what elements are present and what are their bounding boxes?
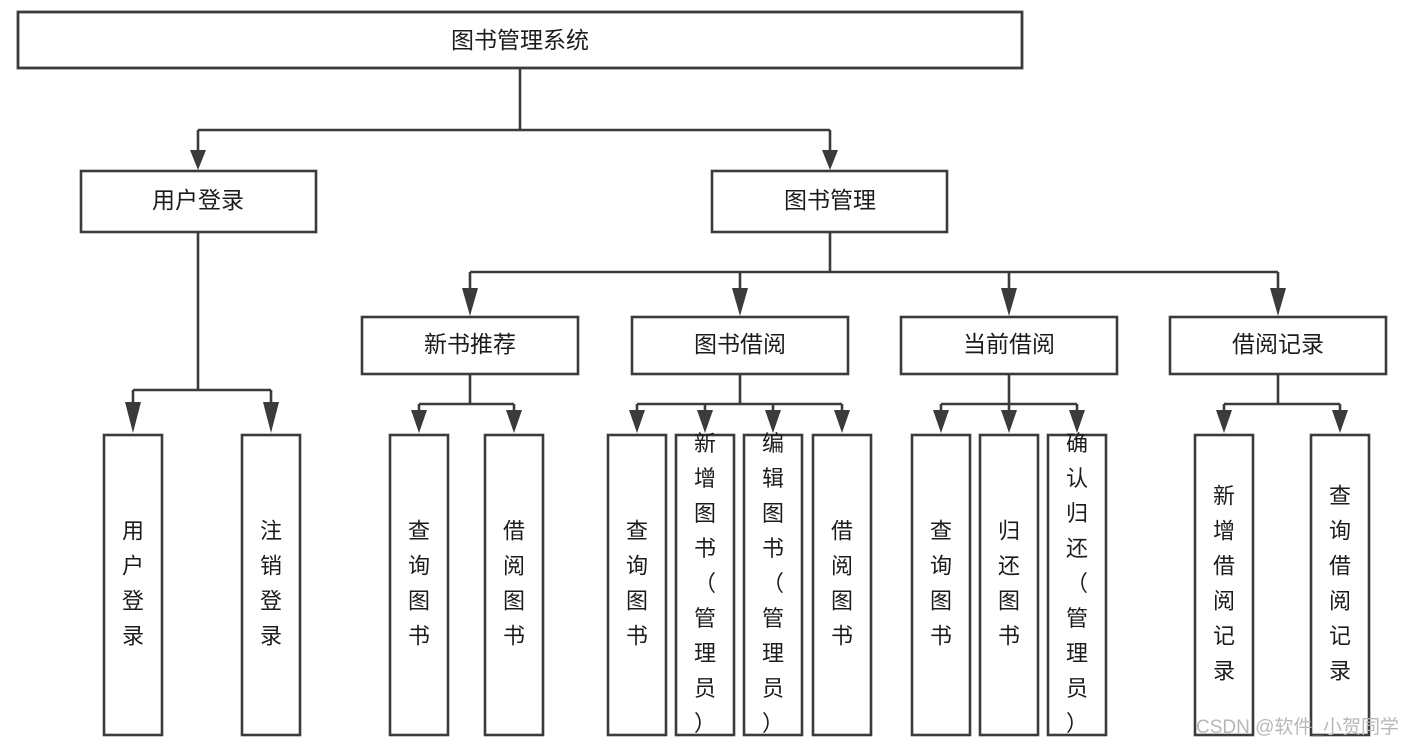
leaf-borrow-query-book-box[interactable] (606, 433, 668, 737)
leaf-recommend-query-book-label: 查询图书 (408, 518, 430, 648)
leaf-borrow-lend-book[interactable]: 借阅图书 (811, 433, 873, 737)
node-root-box[interactable] (16, 10, 1024, 70)
leaf-borrow-query-book[interactable]: 查询图书 (606, 433, 668, 737)
node-new-book-recommend-box[interactable] (360, 315, 580, 376)
node-root-system[interactable]: 图书管理系统 (16, 10, 1024, 70)
leaf-borrow-edit-book[interactable]: 编辑图书（管理员） (742, 431, 804, 737)
leaf-borrow-add-book[interactable]: 新增图书（管理员） (674, 431, 736, 737)
arrow-to-current-borrow (1001, 288, 1017, 316)
leaf-current-return-book-box[interactable] (978, 433, 1040, 737)
node-book-borrow-box[interactable] (630, 315, 850, 376)
arrow-leaf-current-query (933, 410, 949, 433)
node-book-borrow-label: 图书借阅 (694, 331, 786, 357)
leaf-recommend-query-book-box[interactable] (388, 433, 450, 737)
leaf-recommend-borrow-book-box[interactable] (483, 433, 545, 737)
leaf-current-query-book[interactable]: 查询图书 (910, 433, 972, 737)
leaf-logout[interactable]: 注销登录 (240, 433, 302, 737)
leaf-record-query[interactable]: 查询借阅记录 (1309, 433, 1371, 737)
leaf-current-return-book-label: 归还图书 (998, 518, 1020, 648)
leaf-current-query-book-box[interactable] (910, 433, 972, 737)
node-book-management-box[interactable] (710, 169, 949, 234)
arrow-to-book-borrow (732, 288, 748, 316)
arrow-to-borrow-record (1270, 288, 1286, 316)
leaf-record-add-box[interactable] (1193, 433, 1255, 737)
node-book-borrow[interactable]: 图书借阅 (630, 315, 850, 376)
node-borrow-record-box[interactable] (1168, 315, 1388, 376)
node-current-borrow[interactable]: 当前借阅 (899, 315, 1119, 376)
csdn-watermark: CSDN @软件_小贺同学 (1196, 716, 1399, 738)
arrow-leaf-borrow-edit (765, 410, 781, 433)
arrow-leaf-borrow-query (629, 410, 645, 433)
leaf-record-query-label: 查询借阅记录 (1329, 483, 1351, 683)
leaf-current-confirm-return-label: 确认归还（管理员） (1066, 431, 1088, 736)
leaf-recommend-borrow-book[interactable]: 借阅图书 (483, 433, 545, 737)
arrow-to-new-book-recommend (462, 288, 478, 316)
arrow-leaf-recommend-borrow (506, 410, 522, 433)
leaf-logout-label: 注销登录 (260, 518, 282, 648)
node-root-label: 图书管理系统 (451, 27, 589, 53)
leaf-borrow-add-book-box[interactable] (674, 433, 736, 737)
arrow-to-book-manage (822, 150, 838, 170)
node-borrow-record-label: 借阅记录 (1232, 331, 1324, 357)
leaf-record-add-label: 新增借阅记录 (1213, 483, 1235, 683)
arrow-leaf-current-confirm (1069, 410, 1085, 433)
node-new-book-recommend[interactable]: 新书推荐 (360, 315, 580, 376)
node-user-login-box[interactable] (79, 169, 318, 234)
leaf-recommend-borrow-book-label: 借阅图书 (503, 518, 525, 648)
node-user-login[interactable]: 用户登录 (79, 169, 318, 234)
node-new-book-recommend-label: 新书推荐 (424, 331, 516, 357)
node-user-login-label: 用户登录 (152, 187, 244, 213)
arrow-to-user-login (190, 150, 206, 170)
leaf-logout-box[interactable] (240, 433, 302, 737)
connector-layer (125, 68, 1348, 433)
leaf-borrow-lend-book-box[interactable] (811, 433, 873, 737)
node-book-management-label: 图书管理 (784, 187, 876, 213)
leaf-borrow-edit-book-label: 编辑图书（管理员） (762, 431, 784, 736)
leaf-current-confirm-return-box[interactable] (1046, 433, 1108, 737)
leaf-borrow-query-book-label: 查询图书 (626, 518, 648, 648)
arrow-leaf-record-add (1216, 410, 1232, 433)
arrow-leaf-borrow-add (697, 410, 713, 433)
leaf-user-login-box[interactable] (102, 433, 164, 737)
node-book-management[interactable]: 图书管理 (710, 169, 949, 234)
arrow-leaf-logout (263, 402, 279, 433)
arrow-leaf-current-return (1001, 410, 1017, 433)
leaf-borrow-edit-book-box[interactable] (742, 433, 804, 737)
leaf-recommend-query-book[interactable]: 查询图书 (388, 433, 450, 737)
leaf-borrow-lend-book-label: 借阅图书 (831, 518, 853, 648)
leaf-borrow-add-book-label: 新增图书（管理员） (694, 431, 716, 736)
leaf-current-return-book[interactable]: 归还图书 (978, 433, 1040, 737)
leaf-user-login[interactable]: 用户登录 (102, 433, 164, 737)
leaf-user-login-label: 用户登录 (122, 518, 144, 648)
arrow-leaf-borrow-lend (834, 410, 850, 433)
arrow-leaf-record-query (1332, 410, 1348, 433)
leaf-current-query-book-label: 查询图书 (930, 518, 952, 648)
arrow-leaf-recommend-query (411, 410, 427, 433)
node-borrow-record[interactable]: 借阅记录 (1168, 315, 1388, 376)
arrow-leaf-user-login (125, 402, 141, 433)
leaf-record-query-box[interactable] (1309, 433, 1371, 737)
node-current-borrow-label: 当前借阅 (963, 331, 1055, 357)
leaf-current-confirm-return[interactable]: 确认归还（管理员） (1046, 431, 1108, 737)
leaf-record-add[interactable]: 新增借阅记录 (1193, 433, 1255, 737)
node-current-borrow-box[interactable] (899, 315, 1119, 376)
